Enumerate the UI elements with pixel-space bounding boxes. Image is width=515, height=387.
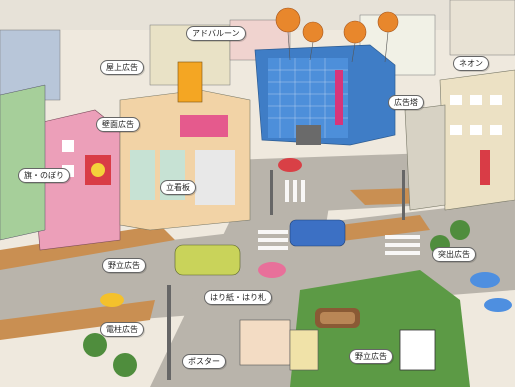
label-billboard-tower: 広告塔	[388, 95, 424, 110]
label-field-ad-left: 野立広告	[102, 258, 146, 273]
balloons	[275, 7, 399, 63]
label-protruding-ad: 突出広告	[432, 247, 476, 262]
label-rooftop-ad: 屋上広告	[100, 60, 144, 75]
label-neon: ネオン	[453, 56, 489, 71]
label-ad-balloon: アドバルーン	[186, 26, 246, 41]
label-flag: 旗・のぼり	[18, 168, 70, 183]
label-pole-ad: 電柱広告	[100, 322, 144, 337]
label-poster: ポスター	[182, 354, 226, 369]
label-field-ad-right: 野立広告	[349, 349, 393, 364]
label-paste-bills: はり紙・はり札	[204, 290, 272, 305]
label-wall-ad: 壁面広告	[96, 117, 140, 132]
label-standing-sign: 立看板	[160, 180, 196, 195]
